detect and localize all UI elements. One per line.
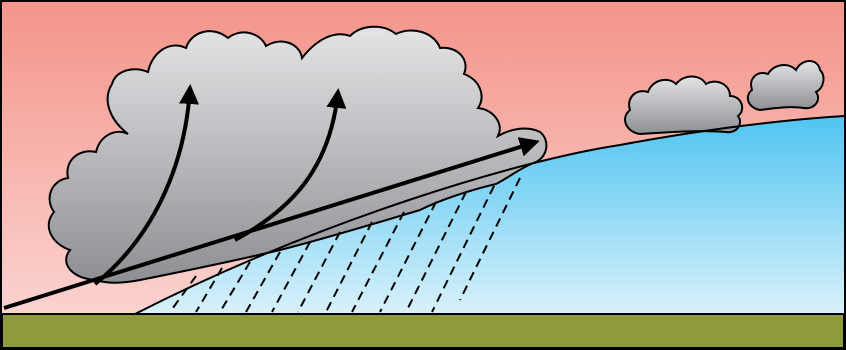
rain-streak <box>405 191 467 313</box>
rain-streak <box>459 177 521 301</box>
rain-streak <box>195 267 223 313</box>
rain-streak <box>219 261 251 313</box>
precipitation-streaks <box>169 177 521 313</box>
cold-air-wedge <box>135 116 844 314</box>
rain-streak <box>169 275 197 313</box>
ground-strip <box>1 313 845 349</box>
frontal-boundary <box>134 115 845 315</box>
rain-streak <box>297 231 341 313</box>
rain-streak <box>431 185 495 313</box>
rain-streak <box>271 241 311 313</box>
overrunning-air-arrow <box>3 137 540 310</box>
rain-streak <box>325 221 373 313</box>
rain-streak <box>351 211 405 313</box>
small-cumulus-cloud <box>746 60 825 112</box>
rising-air-arrow <box>93 84 200 286</box>
rain-streak <box>245 251 281 313</box>
small-cumulus-cloud <box>624 75 744 136</box>
nimbostratus-cloud <box>47 25 548 284</box>
rain-streak <box>379 201 437 313</box>
